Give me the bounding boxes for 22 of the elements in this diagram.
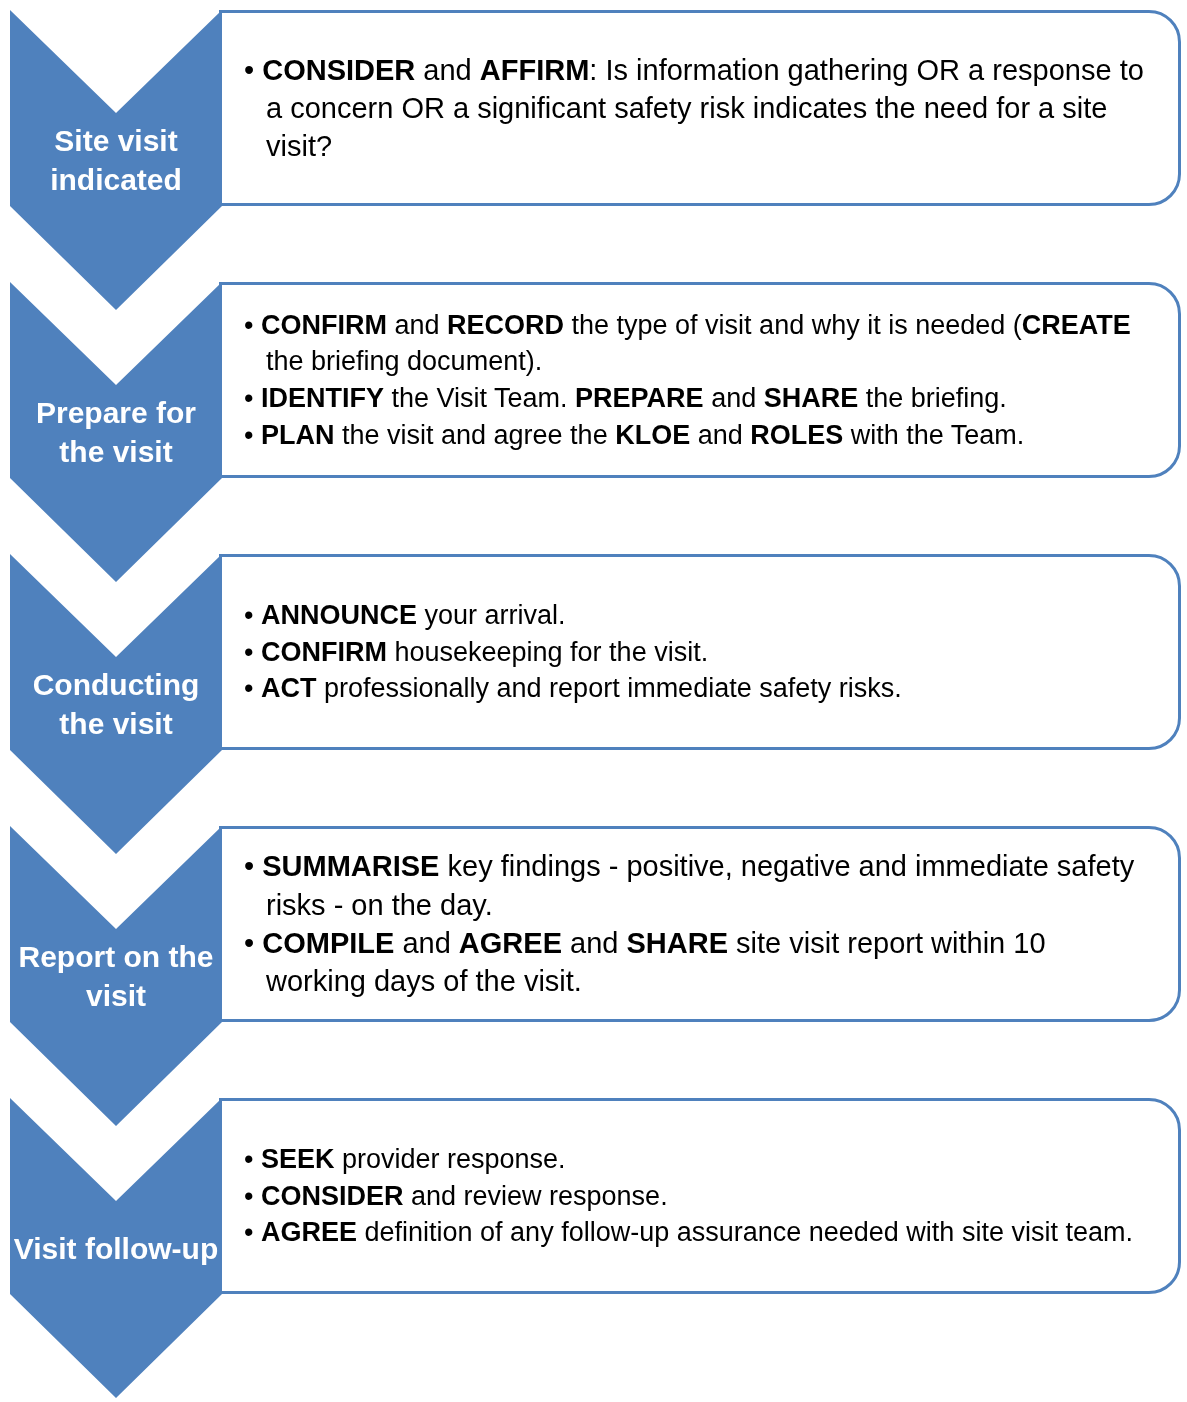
bullet-text: • COMPILE and AGREE and SHARE site visit report within 10 working days of the visit. xyxy=(244,926,1047,1000)
detail-box xyxy=(219,282,1181,478)
bullet-text: • CONFIRM housekeeping for the visit. xyxy=(244,635,710,669)
bullet-text: • CONSIDER and review response. xyxy=(244,1179,669,1213)
detail-box xyxy=(219,554,1181,750)
step-title: Prepare for the visit xyxy=(34,395,198,470)
bullet-text: • CONSIDER and AFFIRM: Is information gathering OR a response to a concern OR a significant safety risk indicates the need for a site visit? xyxy=(244,52,1145,165)
bullet-text: • PLAN the visit and agree the KLOE and ROLES with the Team. xyxy=(244,418,1026,452)
step-title: Visit follow-up xyxy=(13,1230,219,1267)
bullet-text: • SUMMARISE key findings - positive, negative and immediate safety risks - on the day. xyxy=(244,849,1136,923)
bullet-text: • ACT professionally and report immediate safety risks. xyxy=(244,672,903,706)
detail-box xyxy=(219,826,1181,1022)
step-title: Report on the visit xyxy=(17,939,215,1014)
step-title: Site visit indicated xyxy=(49,123,183,198)
detail-box xyxy=(219,1098,1181,1294)
bullet-text: • SEEK provider response. xyxy=(244,1142,567,1176)
detail-box xyxy=(219,10,1181,206)
bullet-text: • CONFIRM and RECORD the type of visit and why it is needed (CREATE the briefing document). xyxy=(244,308,1132,379)
bullet-text: • ANNOUNCE your arrival. xyxy=(244,598,567,632)
bullet-text: • IDENTIFY the Visit Team. PREPARE and SHARE the briefing. xyxy=(244,382,1008,415)
bullet-text: • AGREE definition of any follow-up assurance needed with site visit team. xyxy=(244,1216,1134,1250)
step-title: Conducting the visit xyxy=(31,667,201,742)
